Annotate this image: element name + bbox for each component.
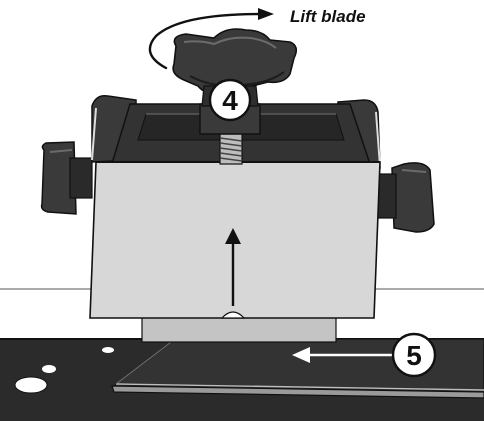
right-side-knob bbox=[371, 162, 435, 233]
board-hole bbox=[102, 347, 114, 353]
callout-4-label: 4 bbox=[222, 85, 238, 116]
callout-step-4: 4 bbox=[208, 78, 252, 122]
lift-blade-label: Lift blade bbox=[290, 7, 366, 26]
board-hole bbox=[42, 365, 56, 373]
callout-step-5: 5 bbox=[391, 332, 437, 378]
threaded-screw bbox=[219, 133, 243, 165]
callout-5-label: 5 bbox=[406, 340, 422, 371]
board-hole bbox=[14, 376, 48, 394]
sliding-plate bbox=[111, 338, 484, 399]
left-side-knob bbox=[40, 141, 93, 215]
lift-rotation-arrow bbox=[148, 8, 274, 70]
slide-left-arrow bbox=[292, 347, 392, 363]
up-arrow bbox=[225, 228, 241, 306]
